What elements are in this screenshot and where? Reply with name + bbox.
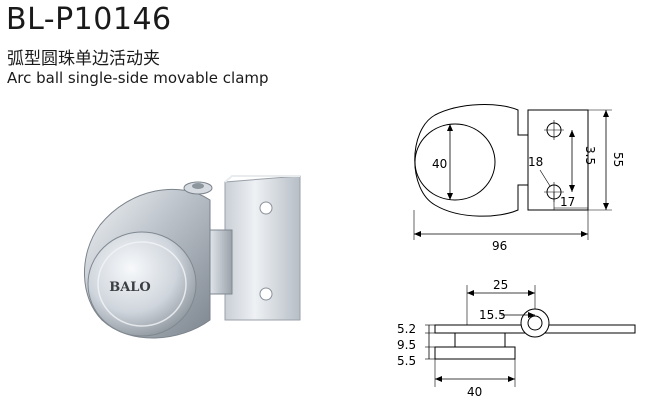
dim-55: 55: [611, 152, 625, 167]
ball-cap: [87, 231, 197, 337]
dim-18: 18: [528, 155, 543, 169]
dim-pitch: 3.5: [583, 146, 597, 165]
side-pivot: [520, 308, 550, 338]
dim-25: 25: [493, 278, 508, 292]
dim-9-5: 9.5: [397, 338, 416, 352]
side-body: [454, 333, 506, 348]
mounting-hole: [259, 201, 273, 215]
model-number: BL-P10146: [6, 2, 172, 37]
dim-96: 96: [492, 239, 507, 253]
side-cap: [434, 346, 516, 360]
side-view-drawing: 25 15.5 5.2 9.5 5.5 40: [397, 278, 636, 399]
mounting-hole: [259, 287, 273, 301]
dim-40-side: 40: [467, 385, 482, 399]
dim-17: 17: [560, 195, 575, 209]
brand-logo: BALO: [109, 280, 151, 295]
product-name-en: Arc ball single-side movable clamp: [7, 69, 269, 87]
top-view-drawing: 40 18 3.5 17 55 96: [413, 104, 625, 253]
dim-15-5: 15.5: [479, 308, 506, 322]
product-name-cn: 弧型圆珠单边活动夹: [7, 49, 160, 69]
dim-40-top: 40: [432, 157, 447, 171]
top-view-outline: [414, 104, 589, 217]
product-photo: BALO: [84, 175, 301, 339]
dim-5-2: 5.2: [397, 322, 416, 336]
dim-5-5: 5.5: [397, 354, 416, 368]
inner-oval: [414, 123, 496, 201]
